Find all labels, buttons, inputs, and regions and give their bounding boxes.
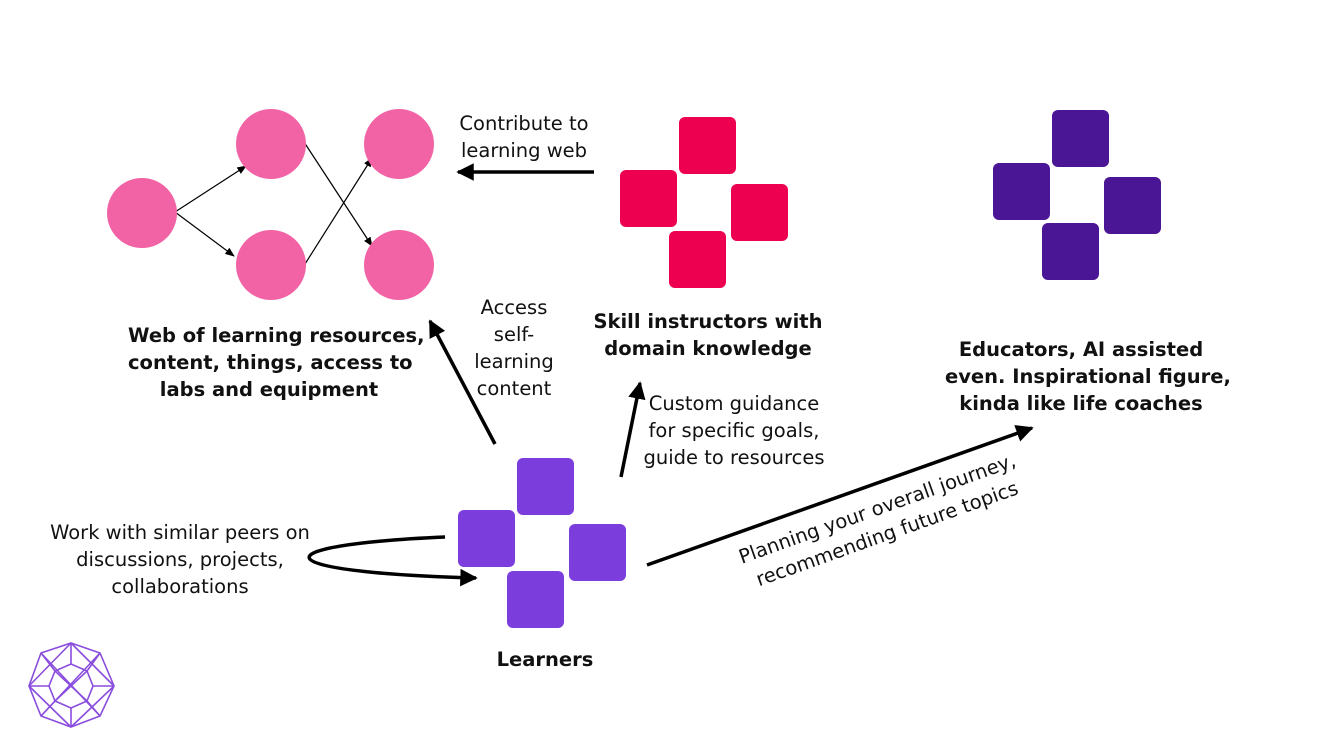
- access-label-line: Access: [480, 296, 548, 319]
- contribute-label: Contribute to learning web: [448, 110, 600, 164]
- web-link: [174, 165, 247, 213]
- learners-label: Learners: [496, 648, 594, 671]
- instructors-icon: [620, 117, 788, 288]
- access-label: Access self- learning content: [464, 294, 564, 402]
- resource-node: [107, 178, 177, 248]
- resource-node: [236, 230, 306, 300]
- guidance-arrow: [619, 381, 646, 478]
- web-label: Web of learning resources, content, thin…: [128, 322, 425, 403]
- learners-icon: [458, 458, 626, 628]
- web-link: [174, 211, 235, 257]
- educators-label-line: even. Inspirational figure,: [945, 365, 1231, 388]
- planning-arrow: [646, 425, 1034, 567]
- educators-label: Educators, AI assisted even. Inspiration…: [945, 336, 1231, 417]
- educators-label-line: Educators, AI assisted: [958, 338, 1204, 361]
- guidance-label-line: guide to resources: [643, 446, 825, 469]
- resource-node: [364, 230, 434, 300]
- web-link: [304, 157, 373, 265]
- web-label-line: content, things, access to: [128, 351, 413, 374]
- peers-label-line: discussions, projects,: [76, 548, 284, 571]
- contribute-label-line: learning web: [460, 139, 588, 162]
- peers-loop-arrow: [307, 535, 478, 587]
- hypercube-logo-icon: [28, 642, 115, 728]
- guidance-label: Custom guidance for specific goals, guid…: [636, 390, 832, 471]
- peers-label-line: Work with similar peers on: [50, 521, 310, 544]
- guidance-label-line: for specific goals,: [648, 419, 820, 442]
- web-label-line: Web of learning resources,: [128, 324, 425, 347]
- access-label-line: content: [476, 377, 552, 400]
- educators-label-line: kinda like life coaches: [959, 392, 1203, 415]
- instructors-label-line: Skill instructors with: [593, 310, 823, 333]
- web-label-line: labs and equipment: [159, 378, 379, 401]
- access-arrow: [428, 319, 497, 445]
- contribute-label-line: Contribute to: [459, 112, 589, 135]
- instructors-label-line: domain knowledge: [604, 337, 812, 360]
- guidance-label-line: Custom guidance: [648, 392, 820, 415]
- peers-label: Work with similar peers on discussions, …: [44, 519, 316, 600]
- peers-label-line: collaborations: [111, 575, 249, 598]
- web-link: [303, 141, 373, 247]
- educators-icon: [993, 110, 1161, 280]
- resource-node: [364, 109, 434, 179]
- resource-node: [236, 109, 306, 179]
- instructors-label: Skill instructors with domain knowledge: [590, 308, 826, 362]
- access-label-line: self-: [493, 323, 535, 346]
- access-label-line: learning: [474, 350, 554, 373]
- learning-web-network: [107, 109, 434, 300]
